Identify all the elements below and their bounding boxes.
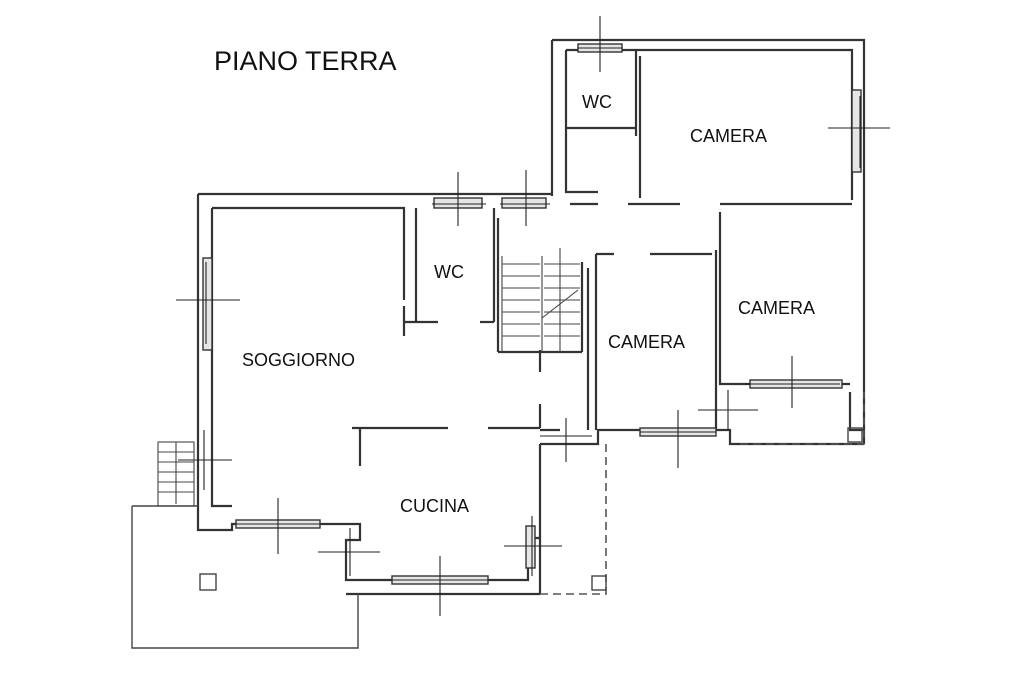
- room-label-camera-top: CAMERA: [690, 126, 767, 146]
- room-label-soggiorno: SOGGIORNO: [242, 350, 355, 370]
- room-labels: WC CAMERA WC CAMERA SOGGIORNO CAMERA CUC…: [242, 92, 815, 516]
- exterior-stair: [157, 441, 195, 507]
- terrace: [131, 427, 863, 649]
- terrace-dashed-lines: [540, 392, 865, 595]
- crosshair-symbols: [176, 16, 890, 616]
- room-label-wc-top: WC: [582, 92, 612, 112]
- room-label-wc-mid: WC: [434, 262, 464, 282]
- interior-walls: [352, 50, 852, 466]
- room-label-camera-right: CAMERA: [738, 298, 815, 318]
- plan-title: PIANO TERRA: [214, 46, 397, 76]
- room-label-camera-center: CAMERA: [608, 332, 685, 352]
- room-label-cucina: CUCINA: [400, 496, 469, 516]
- interior-stair: [501, 248, 580, 352]
